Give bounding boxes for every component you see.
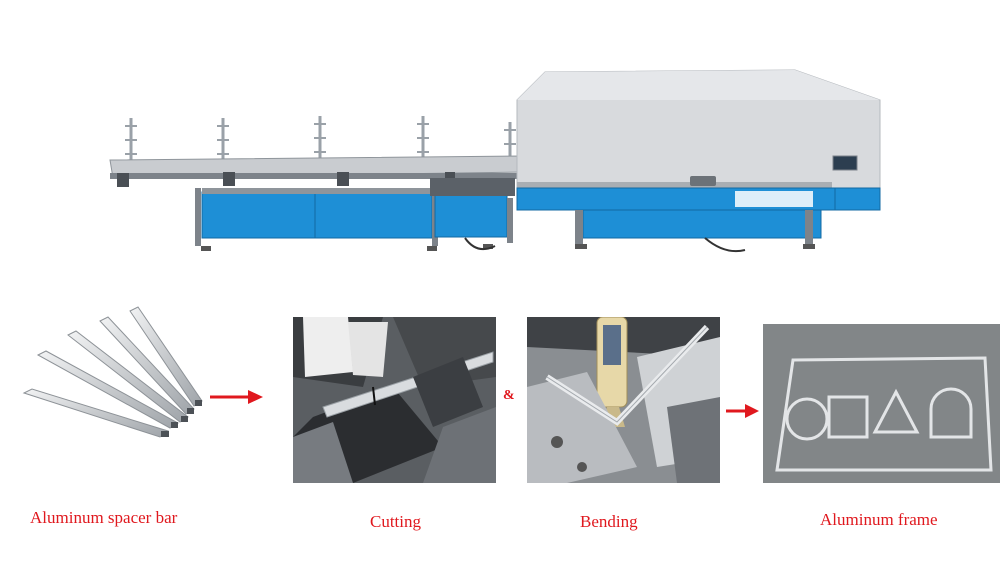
bending-caption: Bending — [580, 512, 638, 531]
spacer-bar-caption: Aluminum spacer bar — [30, 508, 178, 527]
arrow-right-icon — [208, 389, 264, 405]
cutting-photo — [293, 317, 496, 483]
aluminum-frame-photo — [763, 324, 1000, 483]
spacer-bars-image — [18, 305, 203, 450]
bending-machine-illustration — [105, 60, 895, 260]
bending-photo — [527, 317, 720, 483]
arrow-right-icon — [724, 403, 760, 419]
aluminum-frame-caption: Aluminum frame — [820, 510, 938, 529]
and-symbol: & — [503, 388, 515, 403]
cutting-caption: Cutting — [370, 512, 422, 531]
